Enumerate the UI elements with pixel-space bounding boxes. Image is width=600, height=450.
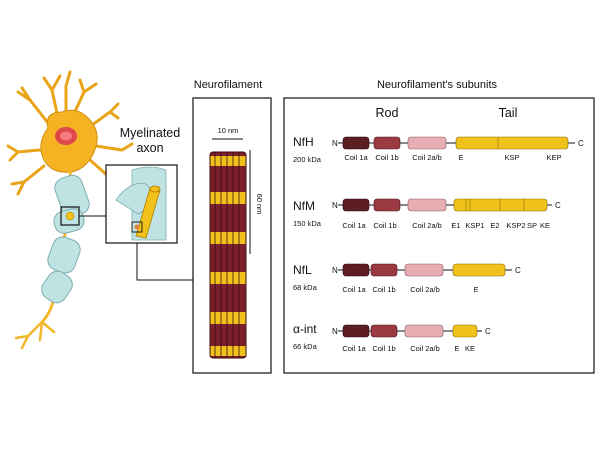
coil-1b-label: Coil 1b <box>373 221 396 230</box>
neurofilament-bundle <box>209 151 247 359</box>
coil-2ab-label: Coil 2a/b <box>412 153 442 162</box>
coil-1a <box>342 136 370 150</box>
dendrites <box>6 70 134 196</box>
tail-label-ke: KE <box>465 344 475 353</box>
n-terminus: N <box>332 266 338 275</box>
subunit-kda: 68 kDa <box>293 283 318 292</box>
coil-1b <box>370 263 398 277</box>
coil-1a-label: Coil 1a <box>342 221 366 230</box>
coil-2ab <box>404 263 444 277</box>
coil-1b-label: Coil 1b <box>372 285 395 294</box>
coil-1b <box>373 198 401 212</box>
connector-axon <box>136 243 193 281</box>
tail-label-sp: SP <box>527 221 537 230</box>
coil-2ab-label: Coil 2a/b <box>410 285 440 294</box>
subunit-nfl: NfL 68 kDa N C Coil 1a Coil 1b Coil 2a/b… <box>293 263 521 294</box>
myelin-sheaths <box>41 174 90 304</box>
tail-label-e2: E2 <box>490 221 499 230</box>
coil-2ab <box>404 324 444 338</box>
tail-label-e: E <box>454 344 459 353</box>
coil-1a <box>342 263 370 277</box>
tail-label-e1: E1 <box>451 221 460 230</box>
myelinated-label-line2: axon <box>136 141 163 155</box>
coil-2ab-label: Coil 2a/b <box>410 344 440 353</box>
tail-domain <box>452 263 506 277</box>
coil-2ab <box>407 198 447 212</box>
neurofilament-header: Neurofilament <box>194 79 262 91</box>
tail-label-e: E <box>458 153 463 162</box>
tail-label-ksp: KSP <box>504 153 519 162</box>
subunit-name: NfL <box>293 263 312 277</box>
tail-domain <box>453 198 548 212</box>
coil-1a <box>342 198 370 212</box>
myelinated-axon-panel <box>105 164 178 244</box>
coil-1b <box>373 136 401 150</box>
neuron-illustration <box>6 70 134 350</box>
coil-1b-label: Coil 1b <box>372 344 395 353</box>
subunit-kda: 200 kDa <box>293 155 322 164</box>
subunit-name: NfH <box>293 135 314 149</box>
subunit-nfm: NfM 150 kDa N C Coil 1a Coil 1b Coil 2a/… <box>293 198 561 230</box>
coil-1b-label: Coil 1b <box>375 153 398 162</box>
coil-2ab-label: Coil 2a/b <box>412 221 442 230</box>
tail-label-ke: KE <box>540 221 550 230</box>
subunit-kda: 66 kDa <box>293 342 318 351</box>
tail-domain <box>452 324 478 338</box>
subunit-nfh: NfH 200 kDa N C Coil 1a Coil 1b Coil 2a/… <box>293 135 584 164</box>
coil-1a-label: Coil 1a <box>342 344 366 353</box>
tail-label-kep: KEP <box>546 153 561 162</box>
subunits-header: Neurofilament's subunits <box>377 79 498 91</box>
c-terminus: C <box>485 327 491 336</box>
tail-label-e: E <box>473 285 478 294</box>
tail-header: Tail <box>499 106 518 120</box>
c-terminus: C <box>555 201 561 210</box>
n-terminus: N <box>332 139 338 148</box>
coil-1b <box>370 324 398 338</box>
n-terminus: N <box>332 201 338 210</box>
rod-header: Rod <box>376 106 399 120</box>
tail-domain <box>455 136 569 150</box>
coil-1a-label: Coil 1a <box>344 153 368 162</box>
myelinated-label-line1: Myelinated <box>120 126 180 140</box>
tail-label-ksp2: KSP2 <box>506 221 525 230</box>
subunit-name: α-int <box>293 322 317 336</box>
subunit-kda: 150 kDa <box>293 219 322 228</box>
c-terminus: C <box>578 139 584 148</box>
coil-2ab <box>407 136 447 150</box>
subunit-alpha-internexin: α-int 66 kDa N C Coil 1a Coil 1b Coil 2a… <box>293 322 491 353</box>
n-terminus: N <box>332 327 338 336</box>
coil-1a-label: Coil 1a <box>342 285 366 294</box>
coil-1a <box>342 324 370 338</box>
subunit-name: NfM <box>293 199 315 213</box>
tail-label-ksp1: KSP1 <box>465 221 484 230</box>
scale-width-label: 10 nm <box>218 126 239 135</box>
scale-height-label: 60 nm <box>255 194 264 215</box>
c-terminus: C <box>515 266 521 275</box>
